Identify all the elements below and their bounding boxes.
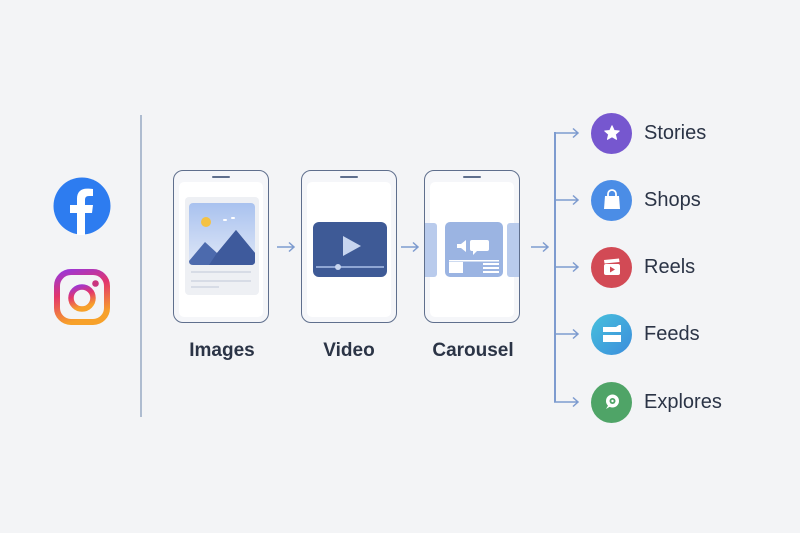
- image-post-card: [185, 197, 259, 295]
- carousel-prev-slide: [425, 223, 437, 277]
- facebook-icon: [53, 177, 111, 235]
- shopping-bag-icon: [591, 179, 632, 221]
- phone-notch: [212, 176, 230, 178]
- phone-notch: [340, 176, 358, 178]
- destination-reels: Reels: [591, 246, 791, 288]
- destination-label: Feeds: [644, 322, 700, 345]
- carousel-next-slide: [507, 223, 519, 277]
- phone-notch: [463, 176, 481, 178]
- format-label-carousel: Carousel: [432, 340, 514, 361]
- branch-arrow-icon: [554, 328, 580, 340]
- carousel-icon: [445, 222, 503, 277]
- arrow-right-icon: [277, 241, 296, 253]
- destination-stories: Stories: [591, 112, 791, 154]
- section-divider: [140, 115, 142, 417]
- reels-clapper-icon: [591, 246, 632, 288]
- destination-label: Explores: [644, 390, 722, 413]
- arrow-right-icon: [401, 241, 420, 253]
- image-icon: [189, 203, 255, 265]
- star-icon: [591, 112, 632, 154]
- feed-icon: [591, 313, 632, 355]
- destination-explores: Explores: [591, 381, 791, 423]
- branch-arrow-icon: [554, 396, 580, 408]
- images-phone-card: [173, 170, 269, 323]
- destination-label: Stories: [644, 121, 707, 144]
- destination-shops: Shops: [591, 179, 791, 221]
- video-play-icon: [313, 222, 387, 277]
- destination-label: Shops: [644, 188, 701, 211]
- branch-arrow-icon: [554, 261, 580, 273]
- destination-feeds: Feeds: [591, 313, 791, 355]
- branch-arrow-icon: [554, 194, 580, 206]
- instagram-icon: [53, 268, 111, 326]
- explore-compass-icon: [591, 381, 632, 423]
- destination-label: Reels: [644, 255, 696, 278]
- branch-arrow-icon: [554, 127, 580, 139]
- format-label-images: Images: [189, 340, 255, 361]
- format-label-video: Video: [323, 340, 375, 361]
- arrow-right-icon: [531, 241, 550, 253]
- carousel-phone-card: [424, 170, 520, 323]
- video-phone-card: [301, 170, 397, 323]
